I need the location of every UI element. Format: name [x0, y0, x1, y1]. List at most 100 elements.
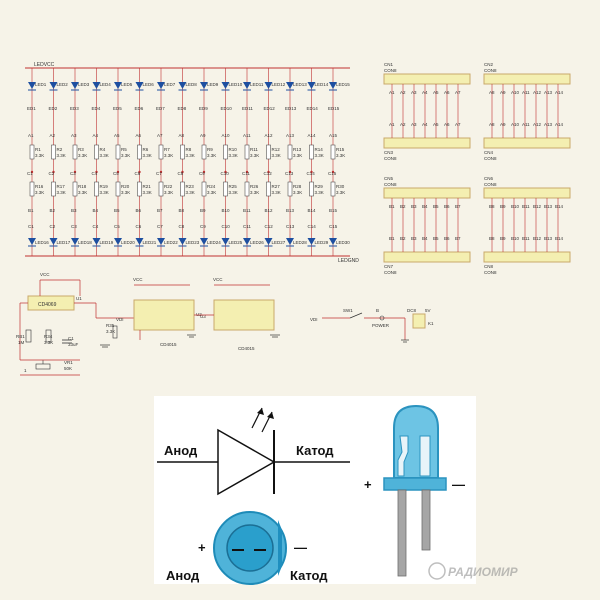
mid-node-label: C10: [221, 171, 230, 176]
b-node-label: B5: [114, 208, 120, 213]
power-label: POWER: [372, 323, 390, 328]
connector-pin-top: B1: [389, 204, 395, 209]
resistor-top-value: 3.3K: [207, 153, 216, 158]
mid-node-label: C6: [135, 171, 141, 176]
connector-pin-bottom: A14: [555, 122, 564, 127]
resistor-top-value: 3.3K: [35, 153, 44, 158]
connector-pin-top: A6: [444, 90, 450, 95]
shift-register-2: [213, 299, 275, 331]
top-led-icon: [200, 82, 208, 89]
top-led-label: LED11: [250, 82, 264, 87]
a-node-label: A10: [222, 133, 231, 138]
timer-u1: U1: [76, 296, 82, 301]
top-led-ref: ED5: [113, 106, 122, 111]
dc-value: 5V: [425, 308, 431, 313]
top-led-ref: ED12: [264, 106, 276, 111]
bottom-led-label: LED17: [57, 240, 71, 245]
top-led-ref: ED3: [70, 106, 79, 111]
svg-text:B: B: [376, 308, 379, 313]
connector-pin-top: B11: [522, 204, 530, 209]
connector-pin-bottom: A10: [511, 122, 520, 127]
top-led-icon: [114, 82, 122, 89]
junction: [30, 170, 34, 174]
b-node-label: B14: [308, 208, 317, 213]
side-minus-sign: —: [452, 477, 465, 492]
a-node-label: A7: [157, 133, 163, 138]
a-node-label: A8: [179, 133, 185, 138]
connector-pin-top: B10: [511, 204, 520, 209]
top-led-ref: ED2: [49, 106, 58, 111]
bottom-led-label: LED22: [164, 240, 178, 245]
c-node-label: C1: [28, 224, 34, 229]
resistor-bottom-label: R17: [57, 184, 66, 189]
junction: [181, 170, 184, 174]
resistor-bottom-label: R25: [229, 184, 238, 189]
bottom-led-label: LED29: [315, 240, 329, 245]
c-node-label: C12: [265, 224, 274, 229]
resistor-top-value: 3.3K: [100, 153, 109, 158]
watermark-text: РАДИОМИР: [448, 565, 519, 579]
top-led-label: LED8: [186, 82, 198, 87]
c-node-label: C6: [136, 224, 142, 229]
led-anode-leg: [397, 489, 407, 577]
c-node-label: C15: [329, 224, 338, 229]
anode-label: Анод: [164, 443, 198, 458]
resistor-bottom-label: R30: [336, 184, 345, 189]
resistor-top-value: 3.3K: [121, 153, 130, 158]
connector-bottom-body: [483, 251, 571, 263]
connector-pin-top: B9: [500, 204, 506, 209]
top-led-icon: [329, 82, 337, 89]
resistor-top-value: 3.3K: [250, 153, 259, 158]
connector-pin-top: A14: [555, 90, 564, 95]
cathode-label: Катод: [296, 443, 334, 458]
resistor-bottom-value: 3.3K: [186, 190, 195, 195]
bottom-led-icon: [329, 238, 337, 245]
connector-pin-bottom: A4: [422, 122, 428, 127]
minus-sign-right: —: [294, 540, 307, 555]
resistor-bottom-value: 3.3K: [100, 190, 109, 195]
bottom-led-icon: [243, 238, 251, 245]
resistor-top-value: 3.3K: [186, 153, 195, 158]
b-node-label: B1: [28, 208, 34, 213]
connector-pin-top: B6: [444, 204, 450, 209]
mid-node-label: C15: [328, 171, 337, 176]
connector-pin-bottom: B4: [422, 236, 428, 241]
r35-value: 3.3K: [106, 329, 115, 334]
connector-type-label: CON8: [384, 182, 397, 187]
top-led-ref: ED13: [285, 106, 297, 111]
power-vdi: VDI: [310, 317, 318, 322]
connector-type-label: CON8: [484, 182, 497, 187]
bottom-led-label: LED21: [143, 240, 157, 245]
resistor-bottom: [94, 181, 99, 197]
plus-sign-left: +: [198, 540, 206, 555]
bottom-led-icon: [49, 238, 58, 245]
connector-pin-top: A11: [522, 90, 530, 95]
resistor-top: [201, 144, 207, 160]
connector-pin-top: B14: [555, 204, 564, 209]
bottom-led-icon: [178, 238, 187, 245]
top-led-ref: ED10: [221, 106, 233, 111]
c-node-label: C10: [222, 224, 231, 229]
top-led-icon: [243, 82, 251, 89]
connector-type-label: CON8: [384, 270, 397, 275]
top-led-ref: ED4: [92, 106, 101, 111]
top-led-label: LED4: [100, 82, 112, 87]
connector-pin-bottom: B9: [500, 236, 506, 241]
watermark: РАДИОМИР: [428, 562, 519, 580]
connector-pin-top: B2: [400, 204, 406, 209]
connector-pin-top: A13: [544, 90, 553, 95]
resistor-top: [115, 144, 121, 160]
bottom-led-icon: [221, 238, 230, 245]
b-node-label: B4: [93, 208, 99, 213]
top-led-ref: ED6: [135, 106, 144, 111]
resistor-bottom: [309, 181, 314, 197]
top-led-label: LED3: [78, 82, 90, 87]
resistor-top-value: 3.3K: [272, 153, 281, 158]
a-node-label: A5: [114, 133, 120, 138]
bottom-led-icon: [71, 238, 79, 245]
connector-top-label: CN1: [384, 62, 393, 67]
k1-label: K1: [428, 321, 434, 326]
top-led-icon: [221, 82, 230, 89]
resistor-bottom: [158, 181, 164, 197]
